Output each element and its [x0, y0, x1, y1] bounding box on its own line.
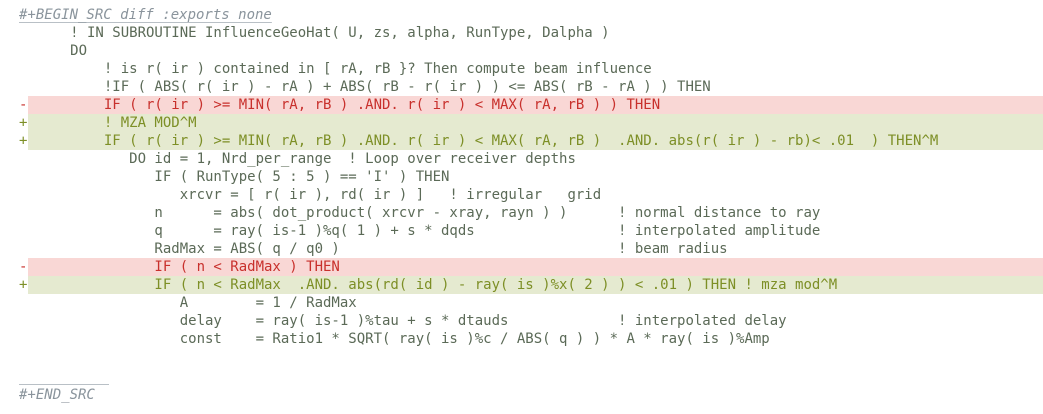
diff-line-removed: - IF ( n < RadMax ) THEN	[0, 258, 1043, 276]
diff-line-context: const = Ratio1 * SQRT( ray( is )%c / ABS…	[0, 330, 1043, 348]
code-text: ! is r( ir ) contained in [ rA, rB }? Th…	[28, 61, 652, 77]
code-text: DO	[28, 43, 88, 59]
diff-marker	[19, 186, 28, 204]
diff-marker	[19, 78, 28, 96]
diff-line-added: + IF ( r( ir ) >= MIN( rA, rB ) .AND. r(…	[0, 132, 1043, 150]
begin-src-line: #+BEGIN_SRC diff :exports none	[0, 6, 1043, 24]
diff-line-context: xrcvr = [ r( ir ), rd( ir ) ] ! irregula…	[0, 186, 1043, 204]
diff-marker	[19, 42, 28, 60]
diff-marker: +	[19, 115, 28, 131]
diff-line-context: DO id = 1, Nrd_per_range ! Loop over rec…	[0, 150, 1043, 168]
code-text: n = abs( dot_product( xrcvr - xray, rayn…	[28, 205, 821, 221]
code-text: IF ( r( ir ) >= MIN( rA, rB ) .AND. r( i…	[28, 132, 1043, 150]
diff-line-context: n = abs( dot_product( xrcvr - xray, rayn…	[0, 204, 1043, 222]
diff-marker	[19, 222, 28, 240]
diff-marker	[19, 330, 28, 348]
diff-line-context: A = 1 / RadMax	[0, 294, 1043, 312]
begin-src-directive: #+BEGIN_SRC diff :exports none	[19, 7, 272, 23]
diff-marker: +	[19, 133, 28, 149]
end-src-rule	[19, 384, 109, 385]
code-text: ! MZA MOD^M	[28, 114, 1043, 132]
diff-marker	[19, 294, 28, 312]
diff-marker	[19, 312, 28, 330]
diff-line-context: ! is r( ir ) contained in [ rA, rB }? Th…	[0, 60, 1043, 78]
diff-line-context: IF ( RunType( 5 : 5 ) == 'I' ) THEN	[0, 168, 1043, 186]
diff-line-context: q = ray( is-1 )%q( 1 ) + s * dqds ! inte…	[0, 222, 1043, 240]
diff-line-context: delay = ray( is-1 )%tau + s * dtauds ! i…	[0, 312, 1043, 330]
diff-marker	[19, 24, 28, 42]
code-text: RadMax = ABS( q / q0 ) ! beam radius	[28, 241, 728, 257]
code-text: q = ray( is-1 )%q( 1 ) + s * dqds ! inte…	[28, 223, 821, 239]
diff-marker	[19, 204, 28, 222]
diff-marker	[19, 60, 28, 78]
code-text: IF ( n < RadMax .AND. abs(rd( id ) - ray…	[28, 276, 1043, 294]
diff-marker	[19, 150, 28, 168]
code-text: ! IN SUBROUTINE InfluenceGeoHat( U, zs, …	[28, 25, 610, 41]
code-text: IF ( RunType( 5 : 5 ) == 'I' ) THEN	[28, 169, 450, 185]
code-text: const = Ratio1 * SQRT( ray( is )%c / ABS…	[28, 331, 770, 347]
diff-body: ! IN SUBROUTINE InfluenceGeoHat( U, zs, …	[0, 24, 1043, 348]
diff-line-added: + IF ( n < RadMax .AND. abs(rd( id ) - r…	[0, 276, 1043, 294]
diff-line-added: + ! MZA MOD^M	[0, 114, 1043, 132]
code-text: !IF ( ABS( r( ir ) - rA ) + ABS( rB - r(…	[28, 79, 711, 95]
diff-marker: -	[19, 259, 28, 275]
code-text: IF ( r( ir ) >= MIN( rA, rB ) .AND. r( i…	[28, 96, 1043, 114]
diff-line-context: !IF ( ABS( r( ir ) - rA ) + ABS( rB - r(…	[0, 78, 1043, 96]
code-text: DO id = 1, Nrd_per_range ! Loop over rec…	[28, 151, 576, 167]
code-text: xrcvr = [ r( ir ), rd( ir ) ] ! irregula…	[28, 187, 602, 203]
diff-marker: +	[19, 277, 28, 293]
diff-line-context: ! IN SUBROUTINE InfluenceGeoHat( U, zs, …	[0, 24, 1043, 42]
diff-marker	[19, 168, 28, 186]
diff-line-context: RadMax = ABS( q / q0 ) ! beam radius	[0, 240, 1043, 258]
diff-line-removed: - IF ( r( ir ) >= MIN( rA, rB ) .AND. r(…	[0, 96, 1043, 114]
diff-marker	[19, 240, 28, 258]
code-text: IF ( n < RadMax ) THEN	[28, 258, 1043, 276]
end-src-directive: #+END_SRC	[19, 387, 95, 403]
diff-marker: -	[19, 97, 28, 113]
diff-line-context: DO	[0, 42, 1043, 60]
source-block: #+BEGIN_SRC diff :exports none ! IN SUBR…	[0, 6, 1043, 348]
code-text: delay = ray( is-1 )%tau + s * dtauds ! i…	[28, 313, 787, 329]
code-text: A = 1 / RadMax	[28, 295, 357, 311]
